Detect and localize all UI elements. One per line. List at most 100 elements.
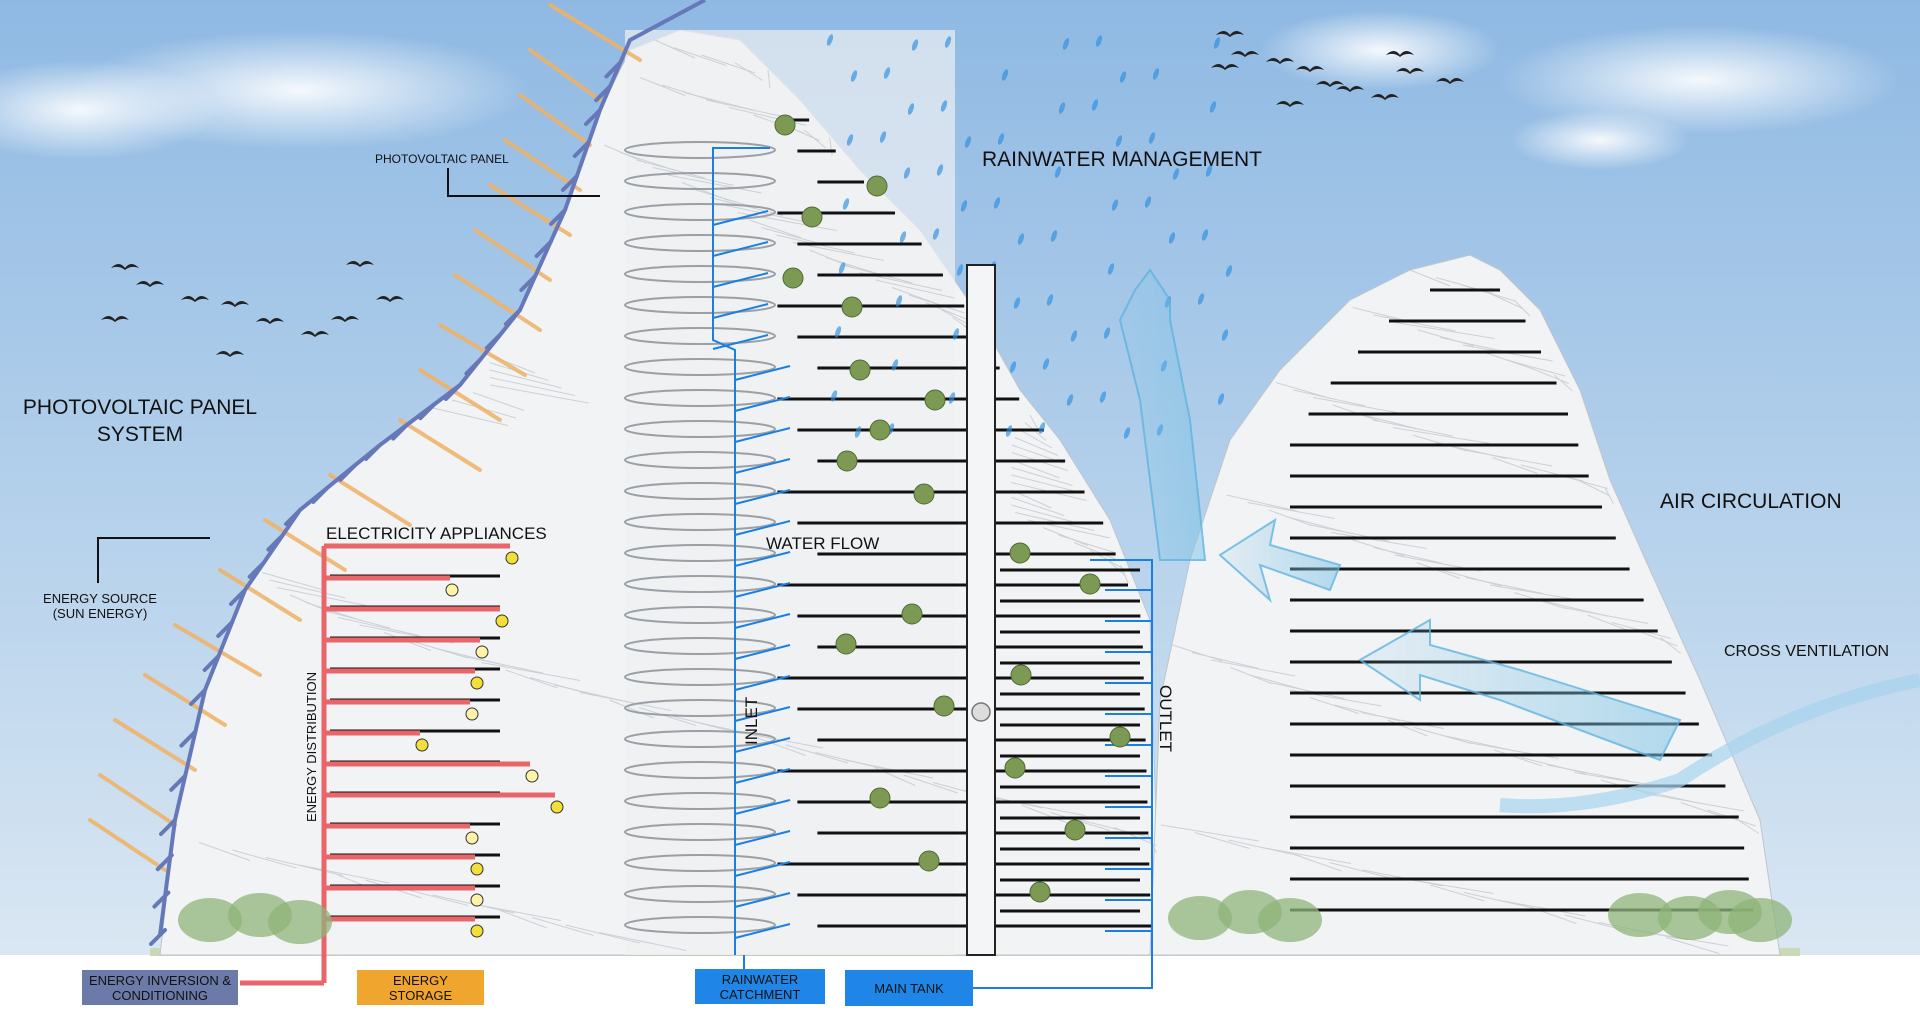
hatch-line — [1463, 449, 1553, 467]
hatch-line — [232, 849, 297, 869]
hatch-line — [734, 62, 763, 81]
rain-drop — [1050, 230, 1058, 242]
water-branch — [734, 489, 791, 505]
rain-drop — [854, 426, 862, 438]
planter-tree — [933, 695, 955, 717]
outlet-label: OUTLET — [1156, 685, 1175, 753]
rain-drop — [899, 231, 907, 243]
hatch-line — [1331, 532, 1427, 549]
spiral-loop — [624, 172, 776, 190]
rain-drop — [1013, 297, 1021, 309]
cloud — [1510, 110, 1690, 170]
energy-distribution-label: ENERGY DISTRIBUTION — [304, 671, 319, 822]
hatch-line — [1373, 547, 1443, 564]
hatch-line — [1160, 824, 1259, 842]
planter-tree — [924, 389, 946, 411]
hatch-line — [1293, 389, 1366, 407]
pv-fin — [604, 60, 623, 79]
hatch-line — [1011, 459, 1060, 479]
pv-fin — [364, 443, 382, 461]
hatch-line — [565, 924, 640, 944]
rain-drop — [1103, 327, 1111, 339]
pv-fin — [444, 383, 462, 401]
rain-drop — [883, 67, 891, 79]
water-storage-column — [966, 264, 996, 956]
bird-icon — [1316, 81, 1344, 87]
water-branch — [712, 241, 769, 257]
hatch-line — [1042, 527, 1089, 546]
rain-drop — [936, 164, 944, 176]
hatch-line — [532, 917, 594, 936]
cross-ventilation-wind — [1499, 673, 1920, 814]
hatch-line — [489, 369, 562, 389]
rain-drop — [1111, 199, 1119, 211]
rain-drop — [1001, 69, 1009, 81]
solar-ray — [438, 323, 527, 377]
rain-drop — [1099, 391, 1107, 403]
hatch-line — [1506, 359, 1566, 377]
energy-source-leader — [97, 537, 210, 583]
spiral-loop — [624, 265, 776, 283]
spiral-loop — [624, 606, 776, 624]
spiral-loop — [624, 823, 776, 841]
planter-tree — [918, 850, 940, 872]
rain-drop — [846, 134, 854, 146]
water-branch — [734, 458, 791, 474]
hatch-line — [489, 377, 576, 396]
rain-drop — [1152, 68, 1160, 80]
hatch-line — [465, 902, 561, 921]
pv-fin — [484, 332, 503, 350]
hatch-line — [908, 294, 965, 314]
rain-drop — [834, 326, 842, 338]
spiral-loop — [624, 730, 776, 748]
bird-icon — [256, 318, 284, 324]
hatch-line — [673, 47, 727, 66]
rain-drop — [879, 131, 887, 143]
spiral-loop — [624, 482, 776, 500]
pv-fin — [572, 140, 591, 158]
solar-ray — [113, 718, 197, 772]
rain-drop — [948, 392, 956, 404]
hatch-line — [1011, 474, 1082, 494]
energy-branches — [324, 543, 555, 922]
light-bulb-icon — [495, 614, 509, 628]
spiral-loop — [624, 761, 776, 779]
photovoltaic-skin — [158, 0, 706, 936]
rain-drop — [1172, 168, 1180, 180]
hatch-line — [767, 69, 771, 89]
spiral-loop — [624, 234, 776, 252]
ground-tree — [268, 900, 332, 944]
rainwater-management-title: RAINWATER MANAGEMENT — [982, 148, 1263, 171]
rain-drop — [964, 136, 972, 148]
light-bulb-icon — [465, 831, 479, 845]
hatch-line — [1494, 749, 1543, 767]
water-branch — [734, 365, 791, 381]
hatch-line — [1019, 429, 1053, 449]
ground-tree — [1168, 896, 1232, 940]
planter-tree — [1010, 664, 1032, 686]
water-branch — [734, 520, 791, 536]
solar-ray — [143, 673, 227, 727]
ground-tree — [1728, 898, 1792, 942]
planter-tree — [801, 206, 823, 228]
hatch-line — [1269, 682, 1345, 699]
water-branch — [734, 551, 791, 567]
water-branch — [734, 892, 791, 908]
hatch-line — [1587, 614, 1630, 632]
spiral-loop — [624, 916, 776, 934]
rain-drop — [1046, 294, 1054, 306]
water-branch — [712, 334, 769, 350]
hatch-line — [1529, 367, 1569, 384]
pv-fin — [464, 357, 483, 376]
bird-icon — [111, 264, 139, 270]
spiral-loop — [624, 792, 776, 810]
hatch-line — [1665, 937, 1720, 954]
bird-icon — [1386, 51, 1414, 57]
water-branch — [734, 427, 791, 443]
planter-tree — [913, 483, 935, 505]
rain-drop — [1115, 135, 1123, 147]
water-branch — [734, 644, 791, 660]
rain-drop — [891, 359, 899, 371]
rain-drop — [842, 198, 850, 210]
